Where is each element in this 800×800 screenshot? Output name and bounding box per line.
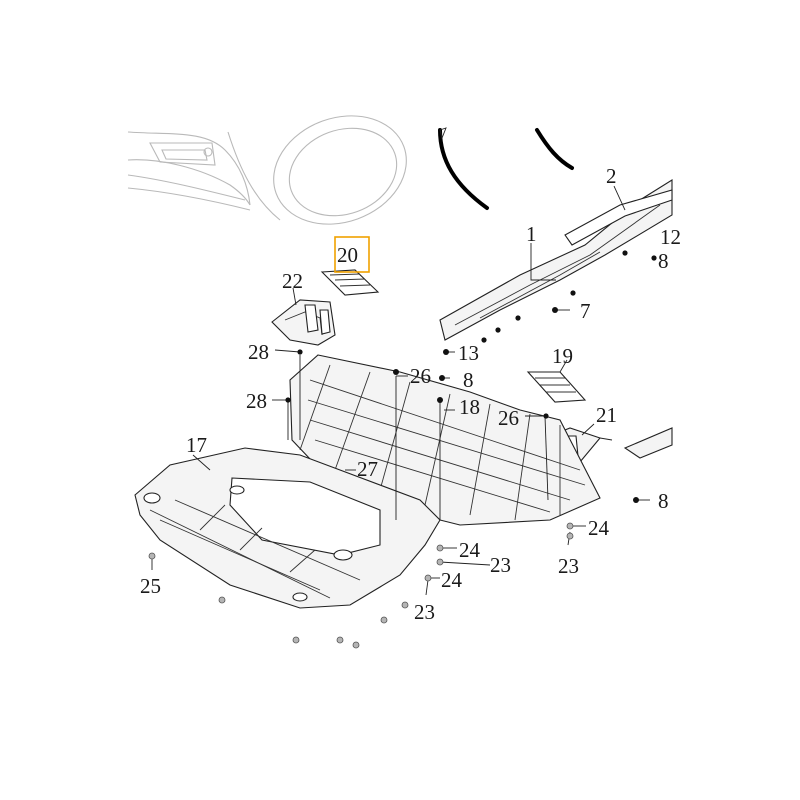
callout-27: 27 <box>357 457 378 481</box>
callout-20: 20 <box>337 243 358 267</box>
callout-8: 8 <box>658 489 669 513</box>
callout-19: 19 <box>552 344 573 368</box>
callout-24: 24 <box>588 516 610 540</box>
callout-28: 28 <box>246 389 267 413</box>
fasteners <box>148 250 657 649</box>
front-undertray-17 <box>134 447 441 609</box>
side-rail-panel <box>439 179 673 341</box>
bracket-22 <box>271 299 336 346</box>
callout-25: 25 <box>140 574 161 598</box>
callout-2: 2 <box>606 164 617 188</box>
callout-22: 22 <box>282 269 303 293</box>
callout-labels: 1 2 7 8 8 8 12 13 17 18 19 20 21 22 23 2… <box>140 164 681 624</box>
wheel-arch-line-left <box>438 128 489 210</box>
callout-26: 26 <box>498 406 519 430</box>
callout-23: 23 <box>414 600 435 624</box>
callout-24: 24 <box>441 568 463 592</box>
callout-13: 13 <box>458 341 479 365</box>
callout-8: 8 <box>658 249 669 273</box>
callout-17: 17 <box>186 433 207 457</box>
strip-20 <box>320 269 380 296</box>
wheel-arch-line-right <box>535 128 574 170</box>
leader-lines <box>151 185 650 596</box>
callout-1: 1 <box>526 222 537 246</box>
callout-8: 8 <box>463 368 474 392</box>
callout-18: 18 <box>459 395 480 419</box>
callout-24: 24 <box>459 538 481 562</box>
strip-19 <box>526 371 587 403</box>
vehicle-outline <box>127 115 407 225</box>
callout-23: 23 <box>490 553 511 577</box>
callout-7: 7 <box>580 299 591 323</box>
highlight-box-20 <box>334 236 370 273</box>
side-trim-right <box>623 427 673 459</box>
callout-21: 21 <box>596 403 617 427</box>
callout-26: 26 <box>410 364 431 388</box>
callout-28: 28 <box>248 340 269 364</box>
callout-23: 23 <box>558 554 579 578</box>
callout-12: 12 <box>660 225 681 249</box>
